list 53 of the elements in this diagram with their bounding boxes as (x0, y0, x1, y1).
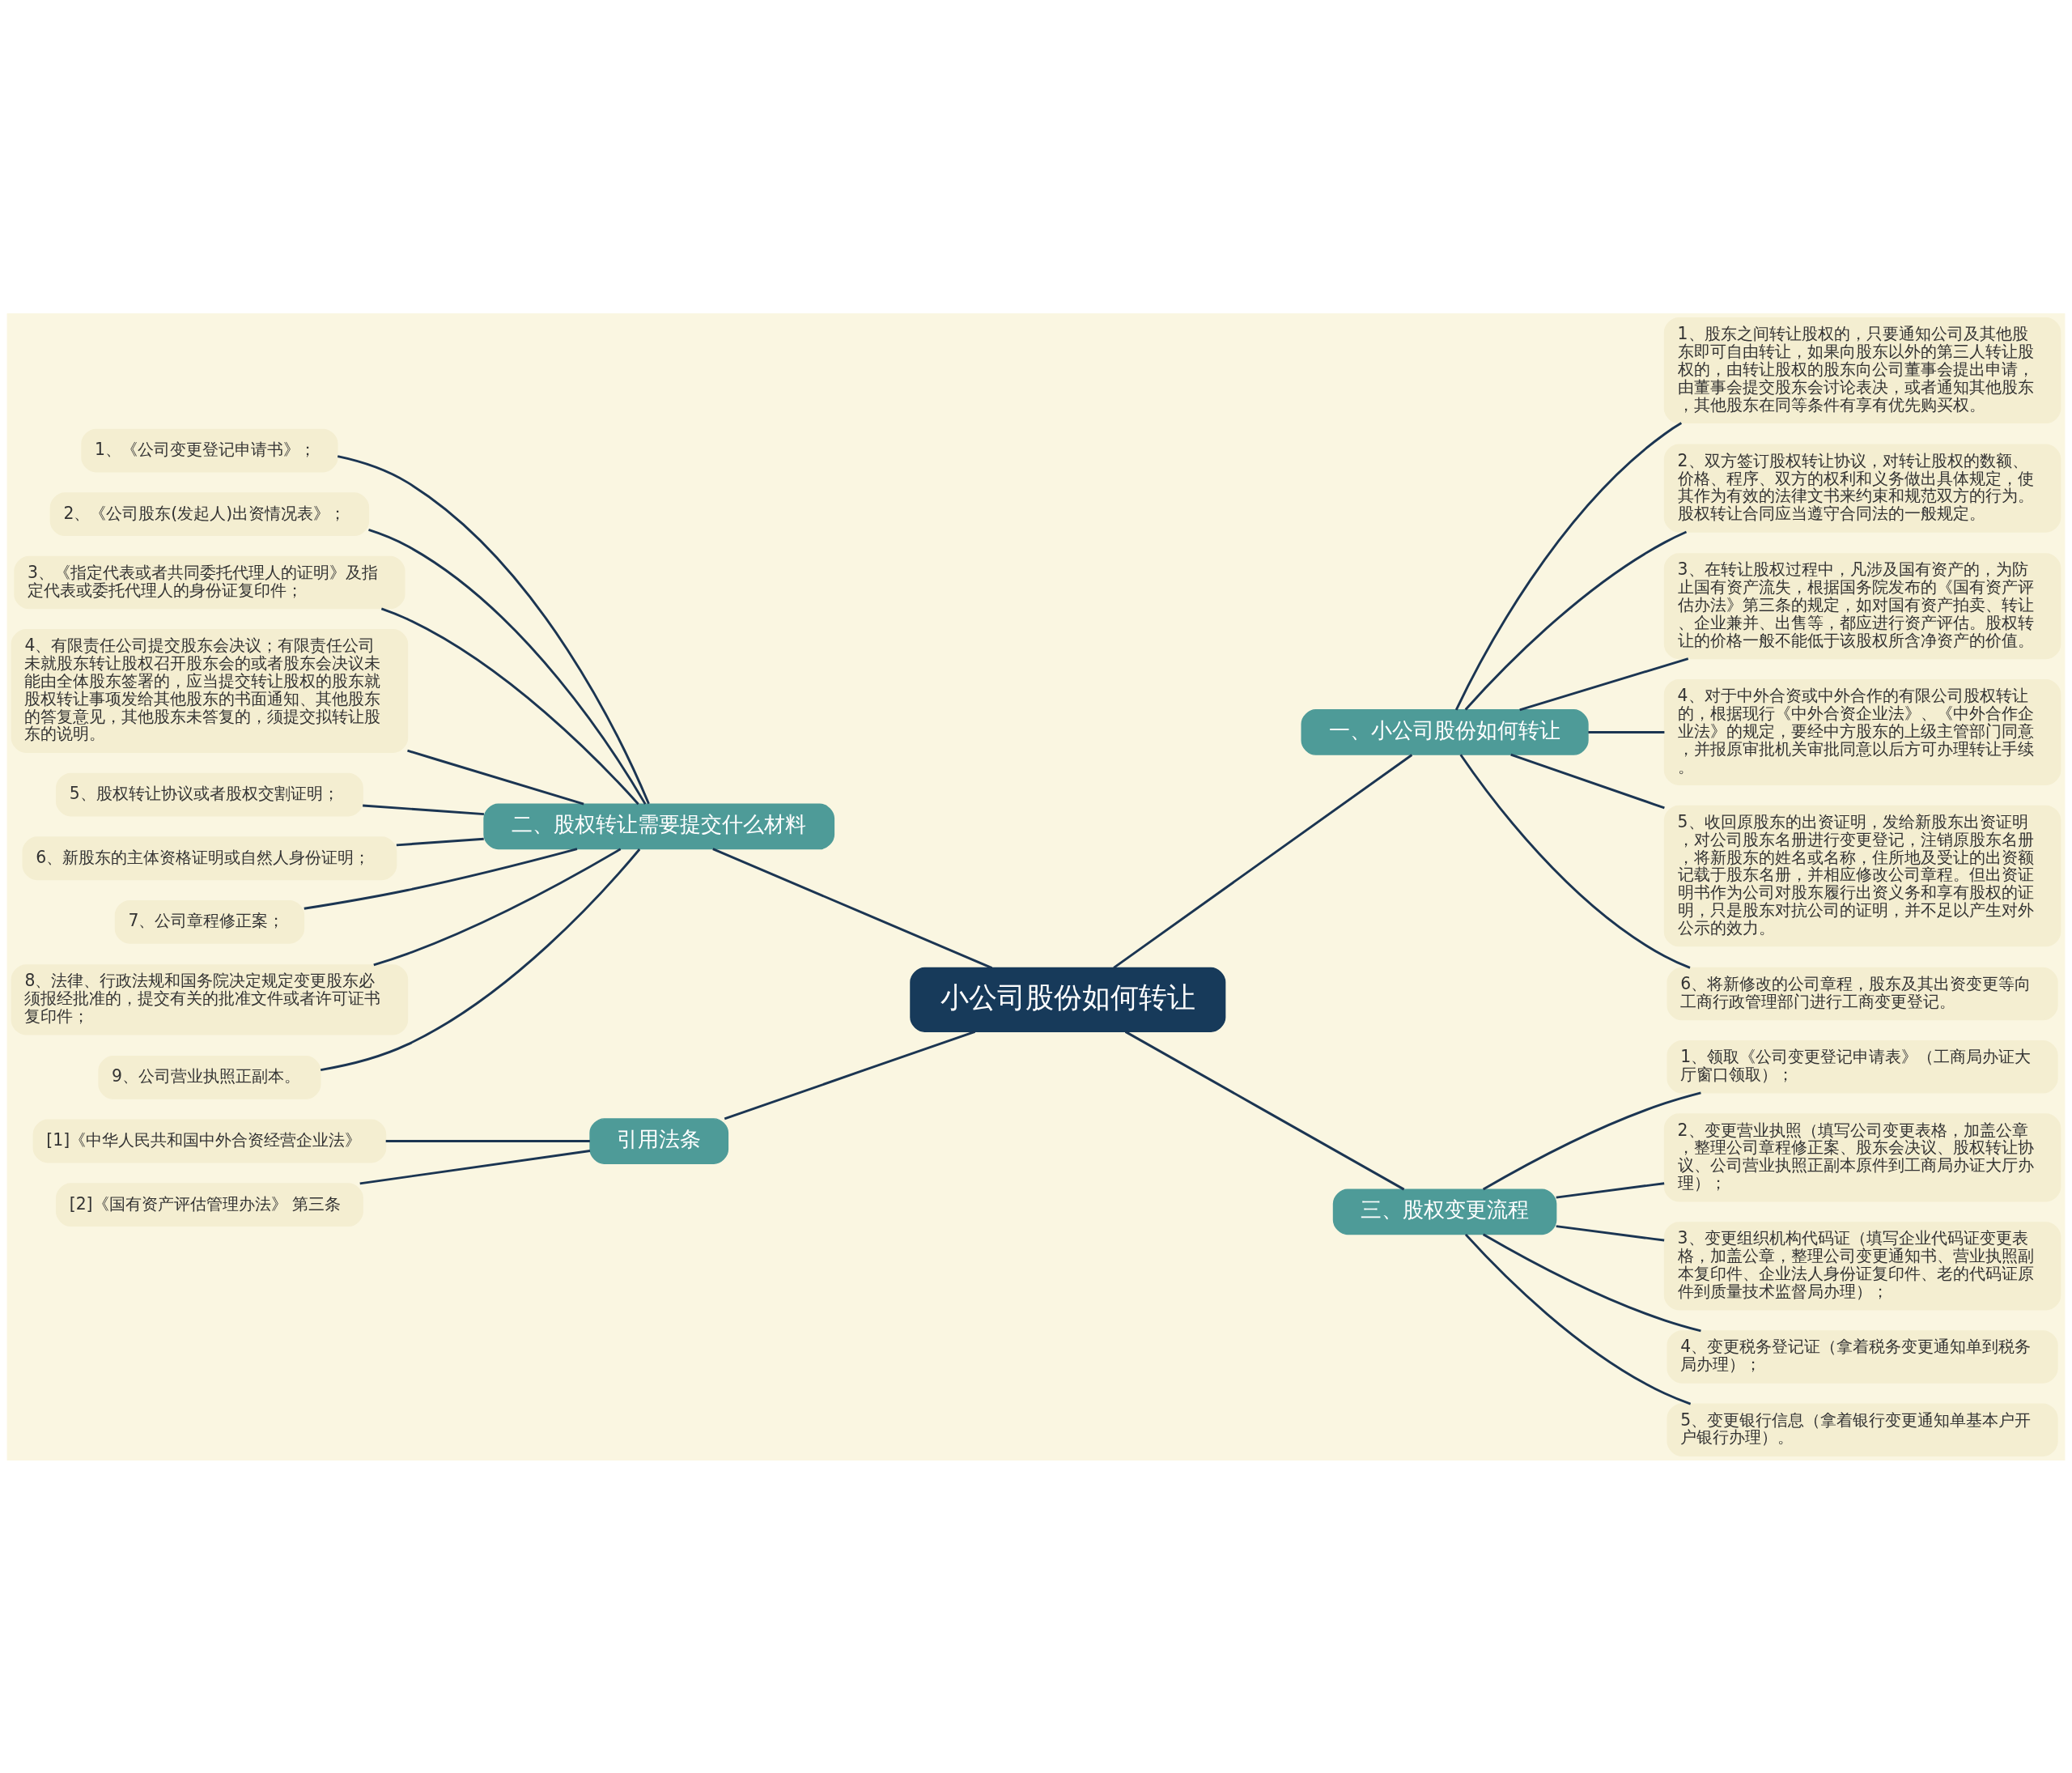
connector (712, 847, 993, 969)
node-box: 一、小公司股份如何转让 (1301, 708, 1589, 755)
connector (407, 749, 584, 806)
connector (385, 1139, 590, 1142)
connector (1556, 1224, 1665, 1241)
connector (1454, 421, 1683, 710)
connector (1113, 753, 1413, 969)
connector (1124, 1030, 1405, 1190)
node-box: 5、股权转让协议或者股权交割证明； (55, 772, 363, 817)
node-box: 2、变更营业执照（填写公司变更表格，加盖公章，整理公司章程修正案、股东会决议、股权转让协议、公司营业执照正副本原件到工商局办证大厅办理）； (1663, 1112, 2061, 1201)
connector (363, 804, 485, 815)
node-box: 4、对于中外合资或中外合作的有限公司股权转让的，根据现行《中外合资企业法》、《中外合作企业法》的规定，要经中方股东的上级主管部门同意，并报原审批机关审批同意以后方可办理转让手续。 (1663, 678, 2061, 785)
connector (337, 454, 650, 804)
connector (359, 1149, 591, 1184)
connector (373, 848, 622, 966)
node-box: 7、公司章程修正案； (114, 899, 305, 944)
connector (1464, 1233, 1692, 1405)
node-box: [1]《中华人民共和国中外合资经营企业法》 (32, 1119, 387, 1163)
connector (724, 1030, 976, 1120)
connector (1482, 1232, 1701, 1332)
connector (1464, 530, 1688, 710)
connector (380, 606, 639, 805)
node-box: 1、股东之间转让股权的，只要通知公司及其他股东即可自由转让，如果向股东以外的第三人转让股权的，由转让股权的股东向公司董事会提出申请，由董事会提交股东会讨论表决，或者通知其他股东，其他股东在同等条件有享有优先购买权。 (1663, 317, 2061, 423)
node-box: 2、双方签订股权转让协议，对转让股权的数额、价格、程序、双方的权利和义务做出具体规定，使其作为有效的法律文书来约束和规范双方的行为。股权转让合同应当遵守合同法的一般规定。 (1663, 444, 2061, 533)
connector (1519, 657, 1689, 711)
node-box: [2]《国有资产评估管理办法》 第三条 (55, 1182, 363, 1227)
node-box: 9、公司营业执照正副本。 (98, 1055, 321, 1099)
node-box: 1、《公司变更登记申请书》； (81, 428, 338, 472)
connector (1459, 753, 1691, 969)
node-box: 4、变更税务登记证（拿着税务变更通知单到税务局办理）； (1667, 1329, 2058, 1384)
node-box: 6、新股东的主体资格证明或自然人身份证明； (22, 835, 397, 880)
node-box: 3、《指定代表或者共同委托代理人的证明》及指定代表或委托代理人的身份证复印件； (14, 555, 405, 609)
node-box: 8、法律、行政法规和国务院决定规定变更股东必须报经批准的，提交有关的批准文件或者许可证书复印件； (11, 963, 409, 1035)
node-box: 6、将新修改的公司章程，股东及其出资变更等向工商行政管理部门进行工商变更登记。 (1667, 967, 2058, 1020)
node-box: 4、有限责任公司提交股东会决议；有限责任公司未就股东转让股权召开股东会的或者股东会决议未能由全体股东签署的，应当提交转让股权的股东就股权转让事项发给其他股东的书面通知、其他股东的答复意见，其他股东未答复的，须提交拟转让股东的说明。 (11, 628, 409, 753)
connector (304, 847, 578, 910)
node-box: 3、在转让股权过程中，凡涉及国有资产的，为防止国有资产流失，根据国务院发布的《国有资产评估办法》第三条的规定，如对国有资产拍卖、转让、企业兼并、出售等，都应进行资产评估。股权转让的价格一般不能低于该股权所含净资产的价值。 (1663, 552, 2061, 659)
connector (396, 837, 484, 846)
node-box: 小公司股份如何转让 (910, 967, 1226, 1032)
connector (1482, 1091, 1701, 1190)
node-box: 引用法条 (589, 1117, 729, 1164)
connector (1556, 1181, 1665, 1199)
connector (320, 848, 641, 1071)
node-box: 3、变更组织机构代码证（填写企业代码证变更表格，加盖公章，整理公司变更通知书、营业执照副本复印件、企业法人身份证复印件、老的代码证原件到质量技术监督局办理）； (1663, 1221, 2061, 1310)
node-box: 5、变更银行信息（拿着银行变更通知单基本户开户银行办理）。 (1667, 1402, 2058, 1456)
connector (368, 528, 647, 805)
node-box: 1、领取《公司变更登记申请表》（工商局办证大厅窗口领取）； (1667, 1040, 2058, 1094)
connector (1510, 753, 1665, 809)
connector (1588, 730, 1665, 733)
node-box: 2、《公司股东(发起人)出资情况表》； (49, 491, 370, 536)
node-box: 二、股权转让需要提交什么材料 (483, 803, 835, 849)
node-box: 三、股权变更流程 (1332, 1188, 1557, 1235)
node-box: 5、收回原股东的出资证明，发给新股东出资证明，对公司股东名册进行变更登记，注销原股东名册，将新股东的姓名或名称，住所地及受让的出资额记载于股东名册，并相应修改公司章程。但出资证明书作为公司对股东履行出资义务和享有股权的证明，只是股东对抗公司的证明，并不足以产生对外公示的效力。 (1663, 805, 2061, 946)
